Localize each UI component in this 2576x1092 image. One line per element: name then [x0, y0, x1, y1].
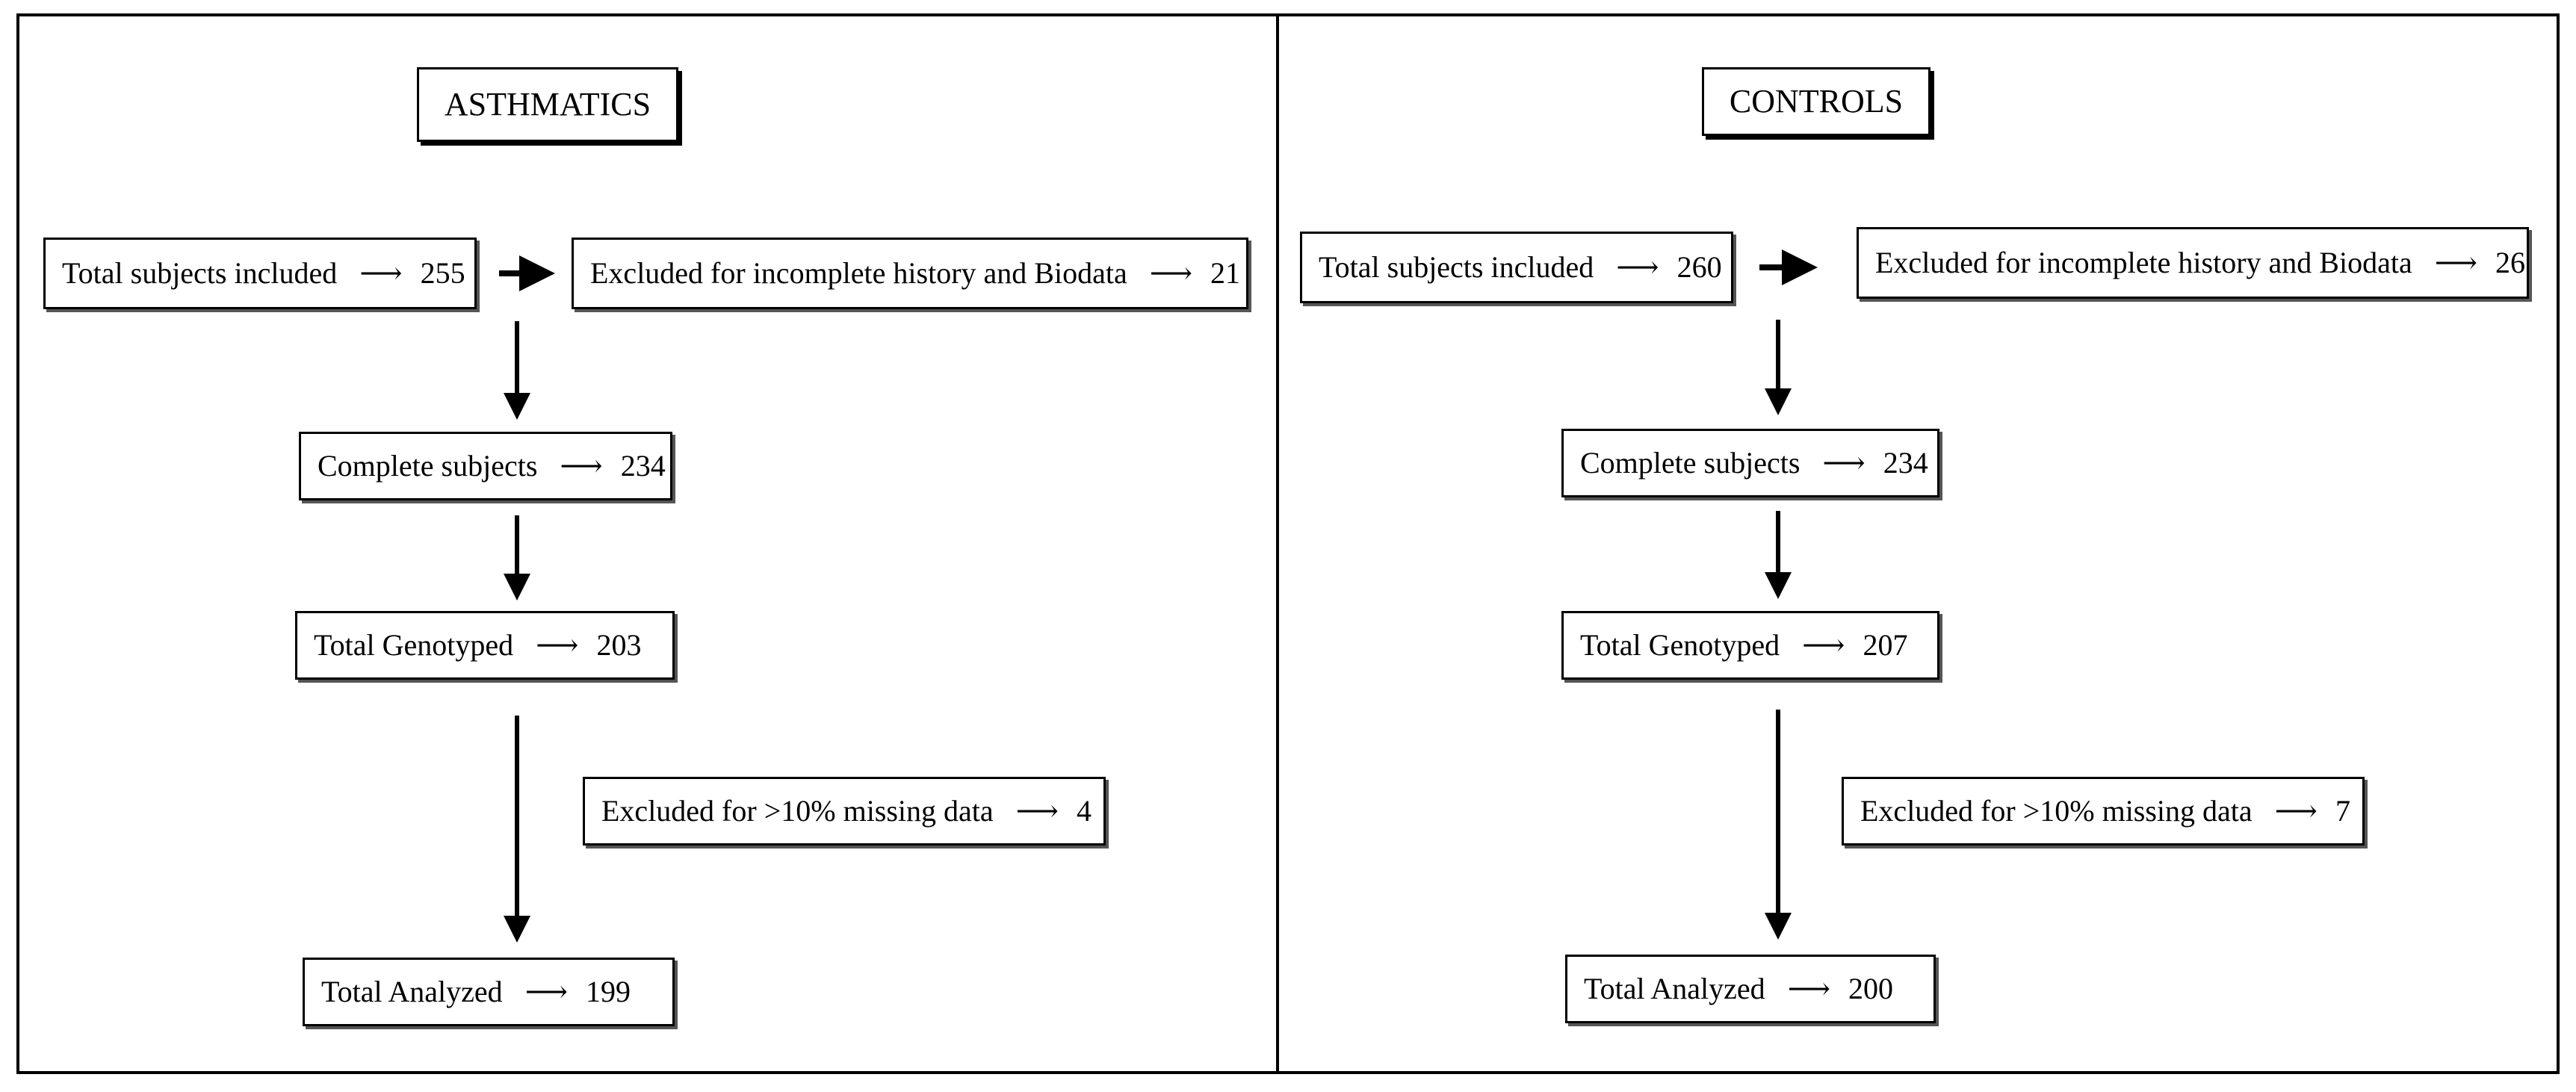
node-count: 7 — [2335, 794, 2351, 828]
asthmatics-excluded-missing-box: Excluded for >10% missing data ⟶ 4 — [583, 777, 1106, 846]
asthmatics-total-genotyped-box: Total Genotyped ⟶ 203 — [295, 611, 675, 680]
node-label: Total subjects included — [1319, 250, 1594, 284]
node-label: Total Analyzed — [321, 975, 503, 1008]
node-count: 26 — [2495, 246, 2526, 279]
controls-total-included-box: Total subjects included ⟶ 260 — [1300, 232, 1733, 303]
asthmatics-complete-subjects-box: Complete subjects ⟶ 234 — [299, 432, 672, 500]
node-count: 255 — [420, 256, 465, 290]
node-label: Excluded for >10% missing data — [601, 794, 994, 828]
node-label: Total Genotyped — [314, 628, 514, 662]
node-label: Total Genotyped — [1580, 628, 1780, 662]
node-count: 199 — [586, 975, 631, 1008]
controls-heading: CONTROLS — [1702, 67, 1931, 136]
node-label: Excluded for incomplete history and Biod… — [590, 256, 1127, 290]
controls-panel — [1276, 13, 2560, 1074]
right-arrow-icon: ⟶ — [359, 256, 403, 290]
node-count: 234 — [620, 449, 666, 483]
controls-complete-subjects-box: Complete subjects ⟶ 234 — [1561, 429, 1939, 497]
right-arrow-icon: ⟶ — [536, 628, 579, 662]
node-label: Total subjects included — [62, 256, 338, 290]
right-arrow-icon: ⟶ — [524, 975, 569, 1008]
node-count: 260 — [1676, 250, 1722, 284]
asthmatics-panel — [16, 13, 1279, 1074]
node-label: Total Analyzed — [1584, 972, 1765, 1005]
controls-excluded-history-box: Excluded for incomplete history and Biod… — [1857, 227, 2529, 299]
node-label: Complete subjects — [318, 449, 538, 483]
right-arrow-icon: ⟶ — [1822, 446, 1866, 480]
node-count: 200 — [1848, 972, 1894, 1005]
controls-total-genotyped-box: Total Genotyped ⟶ 207 — [1561, 611, 1939, 680]
node-count: 4 — [1077, 794, 1092, 828]
node-count: 203 — [596, 628, 642, 662]
right-arrow-icon: ⟶ — [1149, 256, 1193, 290]
right-arrow-icon: ⟶ — [1787, 972, 1831, 1005]
controls-excluded-missing-box: Excluded for >10% missing data ⟶ 7 — [1842, 777, 2365, 846]
node-count: 234 — [1883, 446, 1928, 480]
right-arrow-icon: ⟶ — [560, 449, 603, 483]
asthmatics-total-included-box: Total subjects included ⟶ 255 — [43, 238, 477, 309]
asthmatics-total-analyzed-box: Total Analyzed ⟶ 199 — [303, 958, 675, 1026]
asthmatics-excluded-history-box: Excluded for incomplete history and Biod… — [572, 238, 1248, 309]
node-count: 207 — [1863, 628, 1908, 662]
asthmatics-heading: ASTHMATICS — [417, 67, 678, 142]
controls-total-analyzed-box: Total Analyzed ⟶ 200 — [1565, 955, 1936, 1023]
right-arrow-icon: ⟶ — [2434, 246, 2478, 279]
right-arrow-icon: ⟶ — [1616, 250, 1659, 284]
node-count: 21 — [1210, 256, 1241, 290]
right-arrow-icon: ⟶ — [2274, 794, 2318, 828]
right-arrow-icon: ⟶ — [1015, 794, 1059, 828]
node-label: Excluded for >10% missing data — [1860, 794, 2253, 828]
right-arrow-icon: ⟶ — [1802, 628, 1845, 662]
node-label: Excluded for incomplete history and Biod… — [1875, 246, 2412, 279]
node-label: Complete subjects — [1580, 446, 1801, 480]
